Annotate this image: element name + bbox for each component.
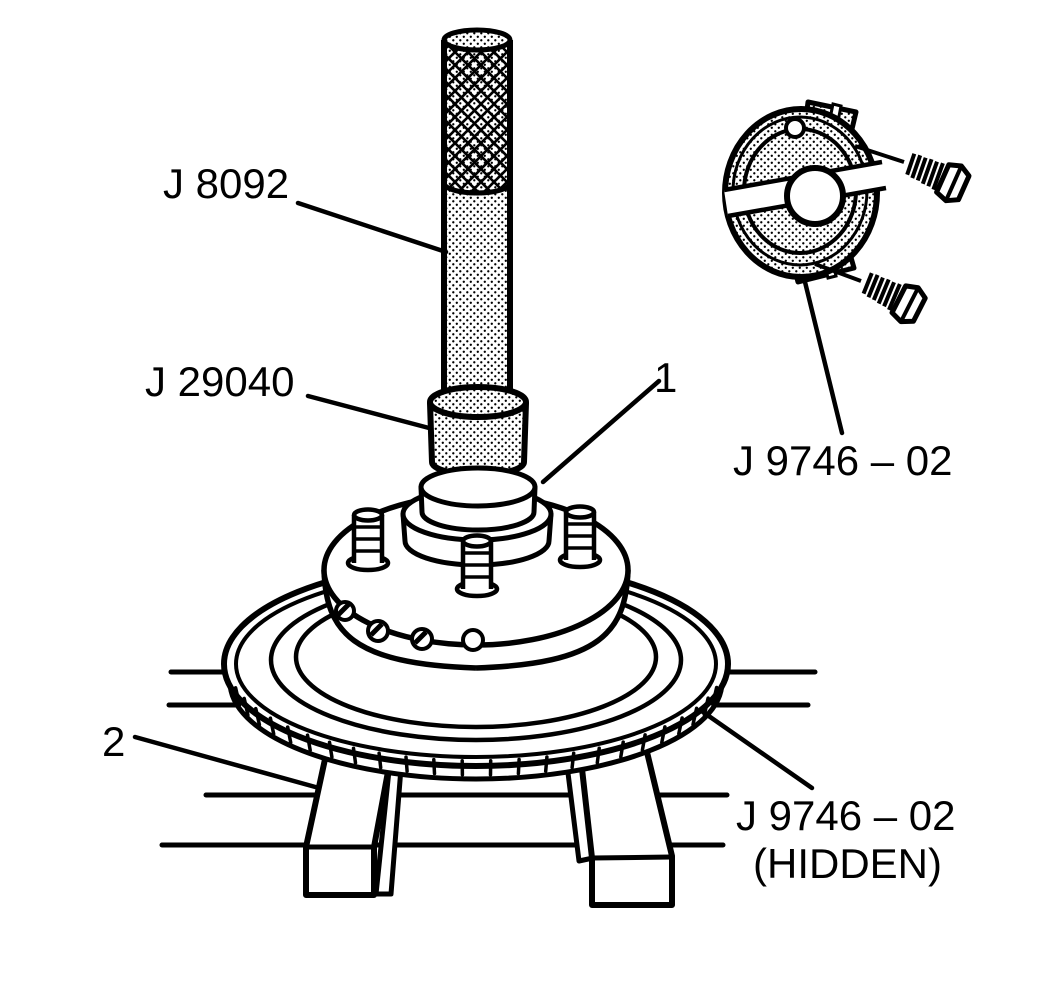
leader-j9746-hidden: [700, 709, 815, 791]
label-collar-hidden-1: J 9746 – 02: [736, 792, 956, 839]
label-collar: J 9746 – 02: [733, 437, 953, 484]
knurled-grip: [444, 42, 510, 193]
leader-j29040: [305, 393, 432, 431]
installer-adapter: [427, 384, 529, 478]
collar-center-bore: [784, 165, 846, 227]
driver-handle-tool: [441, 27, 513, 402]
split-collar-tool: [722, 99, 971, 327]
leader-j8092: [295, 200, 449, 255]
hub-flange-holes: [334, 600, 485, 652]
label-driver: J 8092: [163, 160, 289, 207]
label-callout-1: 1: [654, 354, 677, 401]
label-collar-hidden-2: (HIDDEN): [753, 840, 942, 887]
collar-pin-hole: [784, 117, 806, 139]
label-callout-2: 2: [102, 718, 125, 765]
collar-bolt-upper: [902, 146, 971, 205]
leader-lines: [132, 200, 845, 791]
leader-callout-1: [540, 378, 662, 485]
bearing-collar-rings: [400, 465, 554, 568]
leader-j9746-top: [802, 279, 845, 436]
leader-callout-2: [132, 734, 322, 791]
collar-bolt-lower: [858, 266, 928, 327]
rotor-vents: [233, 685, 719, 777]
label-adapter: J 29040: [145, 358, 294, 405]
